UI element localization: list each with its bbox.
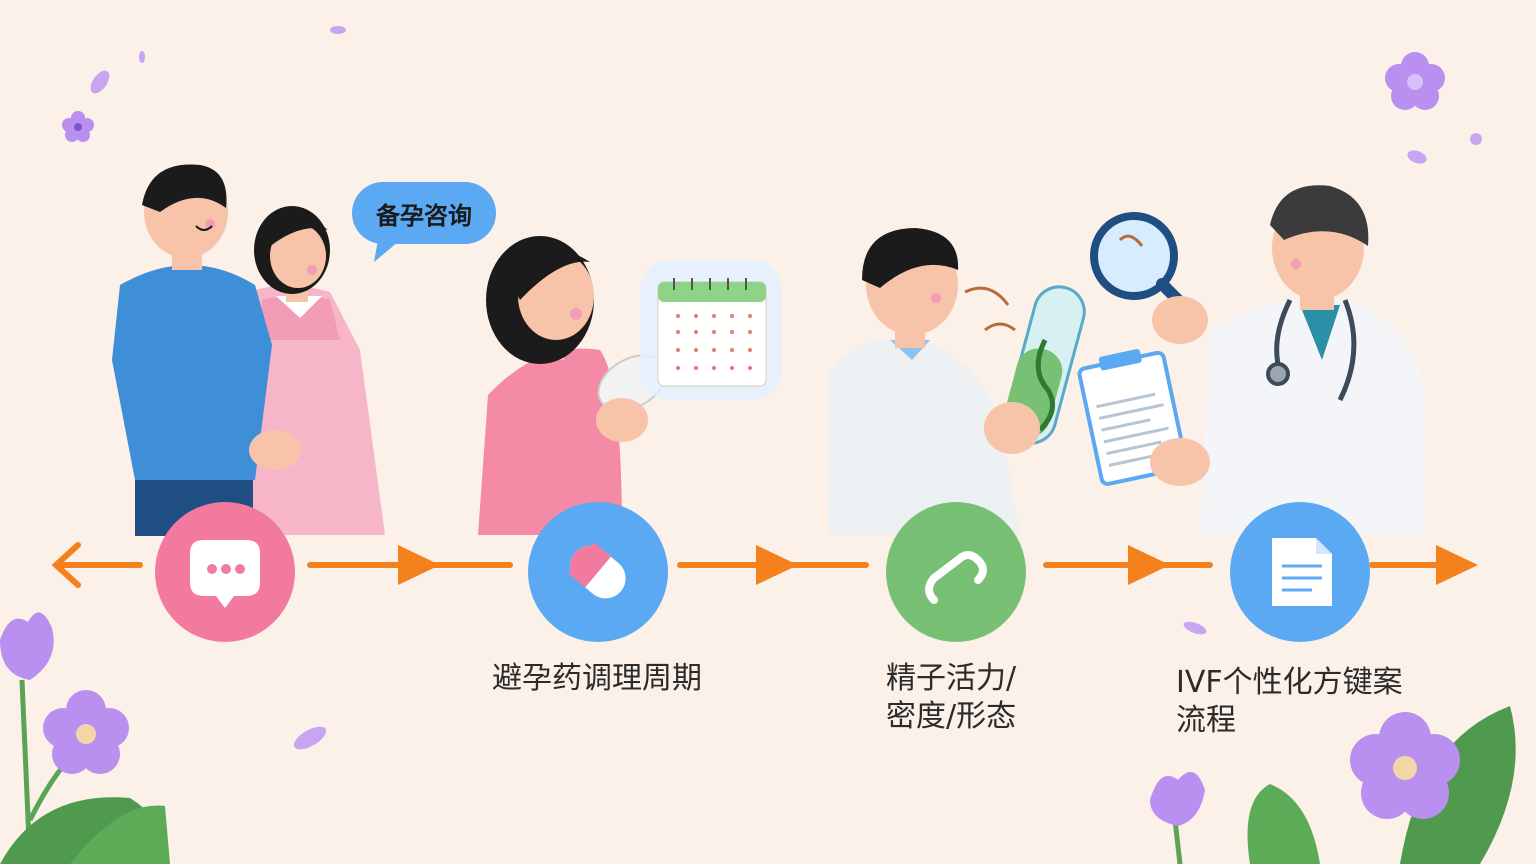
calendar-icon bbox=[640, 260, 782, 400]
step-4-circle bbox=[1230, 502, 1370, 642]
pill-capsule-icon bbox=[568, 542, 626, 599]
document-icon bbox=[1272, 538, 1332, 606]
sperm-icon bbox=[925, 551, 987, 604]
flower-icon bbox=[62, 52, 1445, 142]
woman-pill-illustration bbox=[478, 236, 667, 535]
speech-bubble-shape bbox=[352, 182, 496, 262]
speech-bubble: 备孕咨询 bbox=[352, 182, 496, 244]
flower-plant-left bbox=[0, 612, 170, 864]
speech-bubble-text: 备孕咨询 bbox=[376, 201, 472, 230]
step-label-contraceptive-cycle: 避孕药调理周期 bbox=[492, 661, 702, 696]
step-label-ivf-plan: IVF个性化方键案 流程 bbox=[1176, 665, 1403, 738]
couple-illustration bbox=[112, 164, 385, 536]
flower-plant-right bbox=[1150, 706, 1516, 864]
lab-technician-illustration bbox=[828, 228, 1086, 535]
step-1-circle bbox=[155, 502, 295, 642]
decorative-petals bbox=[90, 26, 1482, 750]
heart-chat-icon bbox=[190, 540, 260, 608]
arrow-head-icon bbox=[398, 545, 1478, 585]
step-3-circle bbox=[886, 502, 1026, 642]
step-label-sperm-analysis: 精子活力/ 密度/形态 bbox=[886, 661, 1017, 734]
step-2-circle bbox=[528, 502, 668, 642]
doctor-illustration bbox=[1077, 185, 1425, 535]
